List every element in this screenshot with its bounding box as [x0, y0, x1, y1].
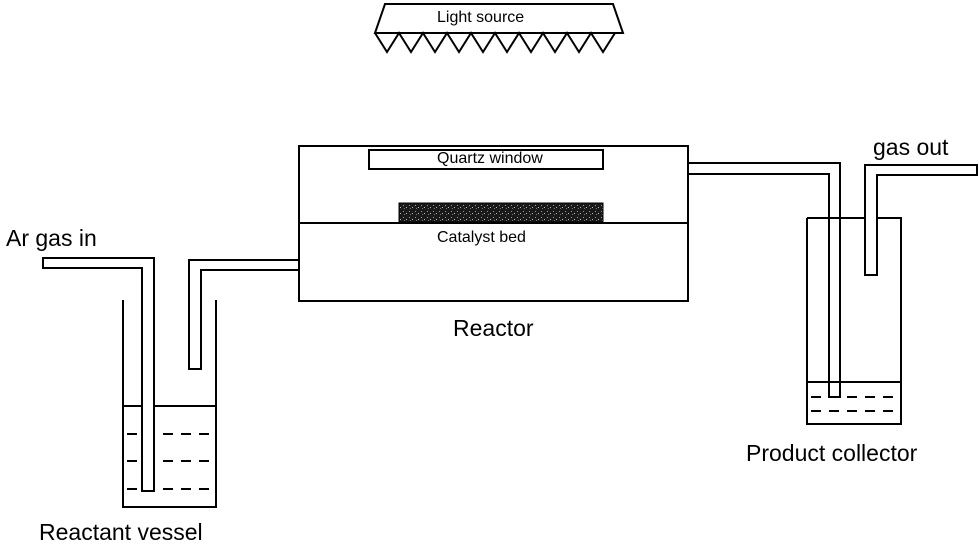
catalyst-bed-label: Catalyst bed [437, 229, 526, 246]
product-collector [806, 164, 978, 425]
reactant-liquid-dashes [127, 433, 214, 490]
ar-gas-in-label: Ar gas in [6, 225, 97, 251]
product-collector-container [806, 217, 902, 425]
reactor [298, 145, 689, 302]
vessel-to-reactor-tube [188, 259, 300, 370]
reactor-label: Reactor [453, 315, 534, 341]
gas-out-label: gas out [873, 134, 949, 160]
reactor-to-collector-tube [687, 162, 841, 398]
product-liquid-dashes [811, 396, 899, 412]
gas-out-tube [864, 164, 978, 276]
catalyst-bed [398, 202, 604, 223]
product-collector-label: Product collector [746, 440, 918, 466]
ar-inlet-tube [42, 257, 155, 492]
reactant-vessel-label: Reactant vessel [39, 519, 203, 545]
reactant-vessel [42, 257, 300, 508]
quartz-window [368, 149, 604, 170]
quartz-window-label: Quartz window [437, 150, 543, 167]
light-source-emitters [374, 31, 623, 54]
light-source [373, 3, 625, 54]
light-source-label: Light source [437, 9, 525, 26]
reactant-vessel-container [122, 300, 217, 508]
